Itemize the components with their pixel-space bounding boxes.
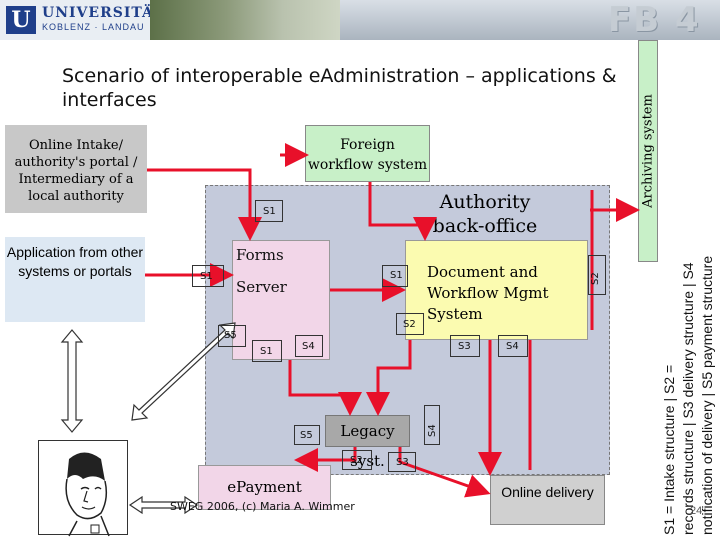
page-number: 24 bbox=[690, 505, 703, 517]
authority-backoffice-label: Authority back-office bbox=[432, 191, 538, 237]
citizen-avatar bbox=[38, 440, 128, 537]
server-label: Server bbox=[236, 278, 287, 296]
interface-label-s4-bottom: S4 bbox=[302, 341, 315, 352]
interface-label-s1-left: S1 bbox=[200, 271, 213, 282]
interface-label-s2-doc: S2 bbox=[403, 319, 416, 330]
interface-tag-s2-legacy bbox=[342, 450, 372, 470]
person-face-icon bbox=[65, 452, 110, 537]
campus-photo bbox=[150, 0, 340, 40]
interface-tag-s4-doc bbox=[498, 335, 528, 357]
interface-label-s1-doc: S1 bbox=[390, 270, 403, 281]
footer-credit: SWEG 2006, (c) Maria A. Wimmer bbox=[170, 500, 355, 513]
interface-label-s4-vertical: S4 bbox=[427, 424, 438, 437]
arrow-forms-down bbox=[288, 360, 362, 416]
interface-label-s5-forms: S5 bbox=[224, 330, 237, 341]
interface-label-s3-doc: S3 bbox=[458, 341, 471, 352]
interface-tag-s1-top bbox=[255, 200, 283, 222]
interface-label-s2-right: S2 bbox=[590, 272, 601, 285]
interface-tag-s3-doc bbox=[450, 335, 480, 357]
legend-line-1: S1 = Intake structure | S2 = bbox=[661, 364, 677, 535]
interface-tag-s1-left bbox=[192, 265, 224, 287]
foreign-workflow-box: Foreign workflow system bbox=[305, 125, 430, 182]
university-location: KOBLENZ · LANDAU bbox=[42, 22, 145, 32]
slide-title: Scenario of interoperable eAdministratio… bbox=[62, 65, 617, 111]
arrow-doc-to-legacy bbox=[366, 340, 412, 416]
online-intake-box: Online Intake/ authority's portal / Inte… bbox=[5, 125, 147, 213]
interface-label-s3-legacy: S3 bbox=[396, 457, 409, 468]
interface-tag-s5-forms bbox=[218, 325, 246, 347]
arrow-foreign-down bbox=[368, 182, 437, 241]
university-name: UNIVERSITÄT bbox=[42, 5, 165, 21]
interface-tag-s3-legacy bbox=[388, 452, 416, 472]
epayment-box: ePayment bbox=[198, 465, 331, 510]
document-workflow-label: Document and Workflow Mgmt System bbox=[427, 263, 549, 323]
interface-tag-s4-bottom bbox=[295, 335, 323, 357]
double-arrow-horizontal bbox=[128, 495, 199, 515]
interface-tag-s5-legacy bbox=[294, 425, 320, 445]
interface-tag-s1-bottom bbox=[252, 340, 282, 362]
legend-line-3: notification of delivery | S5 payment st… bbox=[699, 255, 715, 535]
application-from-other-box: Application from other systems or portal… bbox=[5, 237, 145, 322]
legacy-system-box: Legacy syst. bbox=[325, 415, 410, 470]
interface-label-s4-doc: S4 bbox=[506, 341, 519, 352]
interface-label-s1-top: S1 bbox=[263, 206, 276, 217]
faculty-label: FB 4 bbox=[608, 0, 701, 40]
interface-label-s2-legacy: S2 bbox=[350, 455, 363, 466]
interface-tag-s2-doc bbox=[396, 313, 424, 335]
document-workflow-box bbox=[405, 240, 588, 340]
interface-label-s5-legacy: S5 bbox=[300, 430, 313, 441]
forms-label: Forms bbox=[236, 246, 284, 264]
interface-tag-s2-right bbox=[588, 255, 606, 295]
interface-label-s1-bottom: S1 bbox=[260, 346, 273, 357]
legend-line-2: records structure | S3 delivery structur… bbox=[680, 262, 696, 535]
archiving-system-box bbox=[638, 40, 658, 262]
arrow-intake-to-forms bbox=[147, 168, 262, 241]
interface-tag-s4-vertical bbox=[424, 405, 440, 445]
arrow-legacy-to-epayment bbox=[294, 447, 357, 472]
online-delivery-box: Online delivery bbox=[490, 475, 605, 525]
interface-tag-s1-doc bbox=[382, 265, 408, 287]
university-logo: U UNIVERSITÄT KOBLENZ · LANDAU bbox=[0, 0, 164, 40]
logo-mark-icon: U bbox=[6, 6, 36, 34]
double-arrow-diagonal bbox=[131, 322, 236, 421]
double-arrow-vertical bbox=[60, 329, 84, 433]
